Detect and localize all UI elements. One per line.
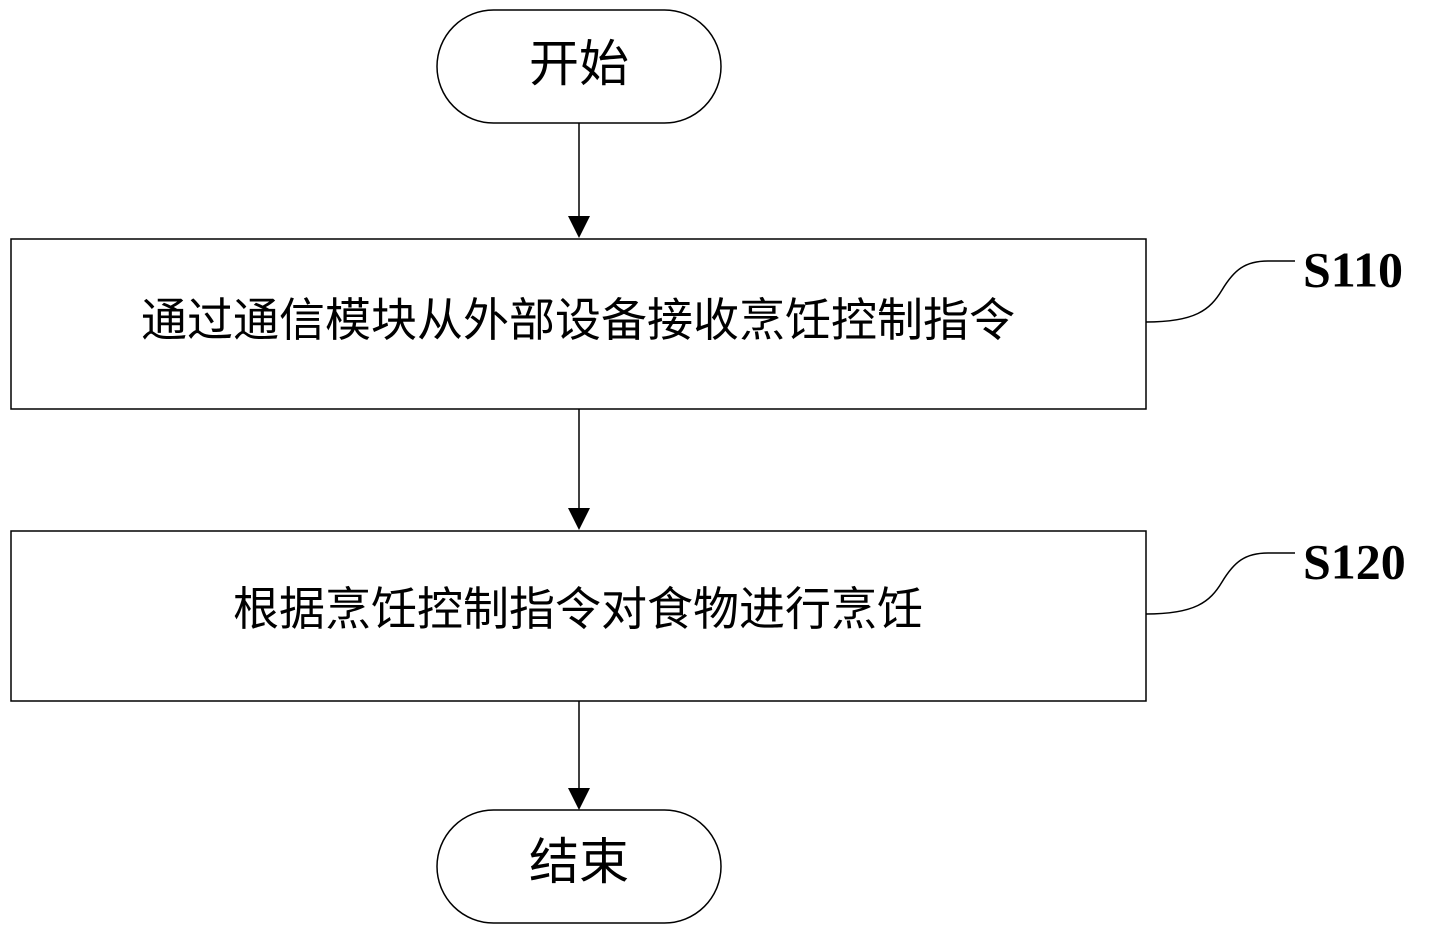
step-label-leader-s110	[1146, 261, 1295, 322]
arrow-s110-to-s120	[568, 409, 590, 530]
process-text-s120: 根据烹饪控制指令对食物进行烹饪	[233, 582, 923, 636]
end-label: 结束	[529, 833, 629, 891]
step-label-leader-s120	[1146, 553, 1295, 614]
arrowhead	[568, 788, 590, 810]
arrow-start-to-s110	[568, 123, 590, 238]
process-step-s110: 通过通信模块从外部设备接收烹饪控制指令 S110	[11, 239, 1403, 409]
start-label: 开始	[529, 35, 629, 93]
start-node: 开始	[437, 10, 721, 123]
step-id-label-s110: S110	[1303, 241, 1403, 297]
step-id-label-s120: S120	[1303, 533, 1406, 589]
end-node: 结束	[437, 810, 721, 923]
arrowhead	[568, 508, 590, 530]
process-step-s120: 根据烹饪控制指令对食物进行烹饪 S120	[11, 531, 1406, 701]
arrow-s120-to-end	[568, 701, 590, 810]
arrowhead	[568, 216, 590, 238]
process-text-s110: 通过通信模块从外部设备接收烹饪控制指令	[141, 293, 1015, 347]
